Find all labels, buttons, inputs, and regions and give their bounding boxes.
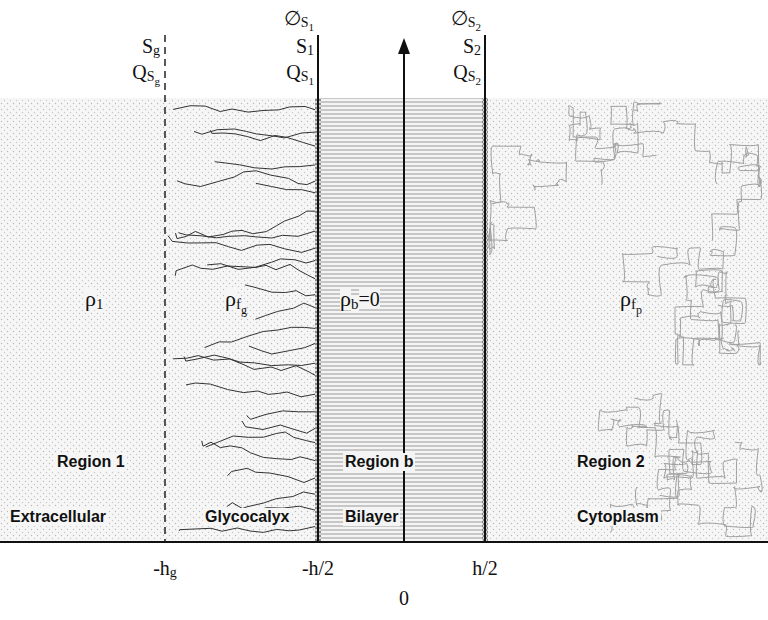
glycocalyx-fiber bbox=[173, 356, 316, 376]
symbol: -h bbox=[153, 558, 170, 578]
glycocalyx-fiber bbox=[179, 526, 316, 532]
symbol: ρ bbox=[85, 288, 96, 310]
glycocalyx-fiber bbox=[215, 162, 316, 169]
subscript: 1 bbox=[307, 44, 314, 58]
region-label: Region 2 bbox=[575, 453, 647, 471]
subscript: 1 bbox=[309, 22, 315, 33]
subscript: S bbox=[468, 16, 476, 30]
region-band: ρfgGlycocalyx bbox=[165, 98, 318, 542]
membrane-surface bbox=[484, 35, 486, 542]
subscript: 1 bbox=[96, 297, 104, 312]
glycocalyx-fiber bbox=[210, 130, 316, 146]
glycocalyx-fiber bbox=[173, 106, 316, 112]
region-label: Region b bbox=[343, 453, 415, 471]
glycocalyx-fiber bbox=[176, 211, 317, 239]
subscript: S bbox=[301, 70, 309, 84]
subscript: S bbox=[147, 70, 155, 84]
glycocalyx-fiber bbox=[255, 303, 316, 319]
subscript: p bbox=[636, 304, 642, 316]
glycocalyx-fiber bbox=[175, 264, 316, 279]
cytoskeleton-fiber bbox=[634, 394, 737, 518]
subscript: 2 bbox=[474, 44, 481, 58]
symbol: ∅ bbox=[451, 8, 468, 28]
region-band: ρfpRegion 2Cytoplasm bbox=[485, 98, 768, 542]
subscript: 1 bbox=[309, 76, 315, 87]
symbol: =0 bbox=[359, 289, 380, 309]
glycocalyx-fibers bbox=[168, 106, 316, 533]
fluid-ground bbox=[0, 98, 768, 542]
symbol: Q bbox=[132, 62, 146, 82]
subscript: g bbox=[153, 44, 160, 58]
subscript: b bbox=[351, 297, 359, 312]
symbol: S bbox=[142, 36, 153, 56]
region-label: Extracellular bbox=[8, 508, 108, 526]
cytoskeleton-fiber bbox=[679, 270, 747, 365]
symbol: ρ bbox=[620, 288, 631, 310]
cytoskeleton-fibers bbox=[488, 102, 763, 537]
symbol: Q bbox=[453, 62, 467, 82]
glycocalyx-fiber bbox=[206, 432, 316, 447]
region-band: ρ1Region 1 Extracellular bbox=[0, 98, 165, 542]
glycocalyx-fiber bbox=[177, 171, 316, 187]
symbol: Q bbox=[286, 62, 300, 82]
glycocalyx-fiber bbox=[184, 355, 316, 366]
subscript: g bbox=[241, 304, 247, 316]
cytoskeleton-fiber bbox=[611, 102, 759, 184]
glycocalyx-boundary bbox=[164, 35, 166, 542]
subscript: g bbox=[170, 566, 177, 580]
cytoskeleton-fiber bbox=[568, 106, 656, 185]
bilayer-band bbox=[318, 98, 485, 542]
glycocalyx-fiber bbox=[256, 183, 316, 193]
horizontal-axis bbox=[0, 541, 768, 543]
region-label: Bilayer bbox=[343, 508, 400, 526]
symbol: ρ bbox=[340, 288, 351, 310]
axis-arrowhead bbox=[398, 38, 410, 54]
symbol: S bbox=[463, 36, 474, 56]
subscript: 2 bbox=[476, 22, 482, 33]
symbol: ∅ bbox=[284, 8, 301, 28]
symbol: 0 bbox=[399, 588, 409, 608]
glycocalyx-fiber bbox=[168, 236, 316, 253]
glycocalyx-fiber bbox=[202, 441, 316, 461]
cytoskeleton-fiber bbox=[488, 146, 567, 255]
symbol: S bbox=[296, 36, 307, 56]
glycocalyx-fiber bbox=[249, 343, 316, 354]
region-label: Region 1 bbox=[55, 453, 127, 471]
subscript: g bbox=[155, 76, 161, 87]
membrane-surface bbox=[317, 35, 319, 542]
symbol: ρ bbox=[225, 288, 236, 310]
glycocalyx-fiber bbox=[205, 327, 317, 347]
glycocalyx-fiber bbox=[227, 468, 316, 482]
glycocalyx-fiber bbox=[186, 383, 316, 397]
glycocalyx-fiber bbox=[242, 421, 316, 433]
region-label: Cytoplasm bbox=[575, 508, 661, 526]
glycocalyx-fiber bbox=[245, 285, 316, 296]
subscript: 2 bbox=[476, 76, 482, 87]
region-band: ρb =0Region b Bilayer bbox=[318, 98, 485, 542]
glycocalyx-fiber bbox=[207, 259, 316, 270]
glycocalyx-fiber bbox=[179, 231, 317, 238]
cytoskeleton-fiber bbox=[622, 165, 762, 296]
cytoskeleton-fiber bbox=[675, 272, 761, 365]
region-label: Glycocalyx bbox=[203, 508, 292, 526]
symbol: h/2 bbox=[472, 558, 498, 578]
glycocalyx-fiber bbox=[247, 411, 316, 419]
symbol: -h/2 bbox=[302, 558, 334, 578]
subscript: S bbox=[468, 70, 476, 84]
subscript: S bbox=[301, 16, 309, 30]
